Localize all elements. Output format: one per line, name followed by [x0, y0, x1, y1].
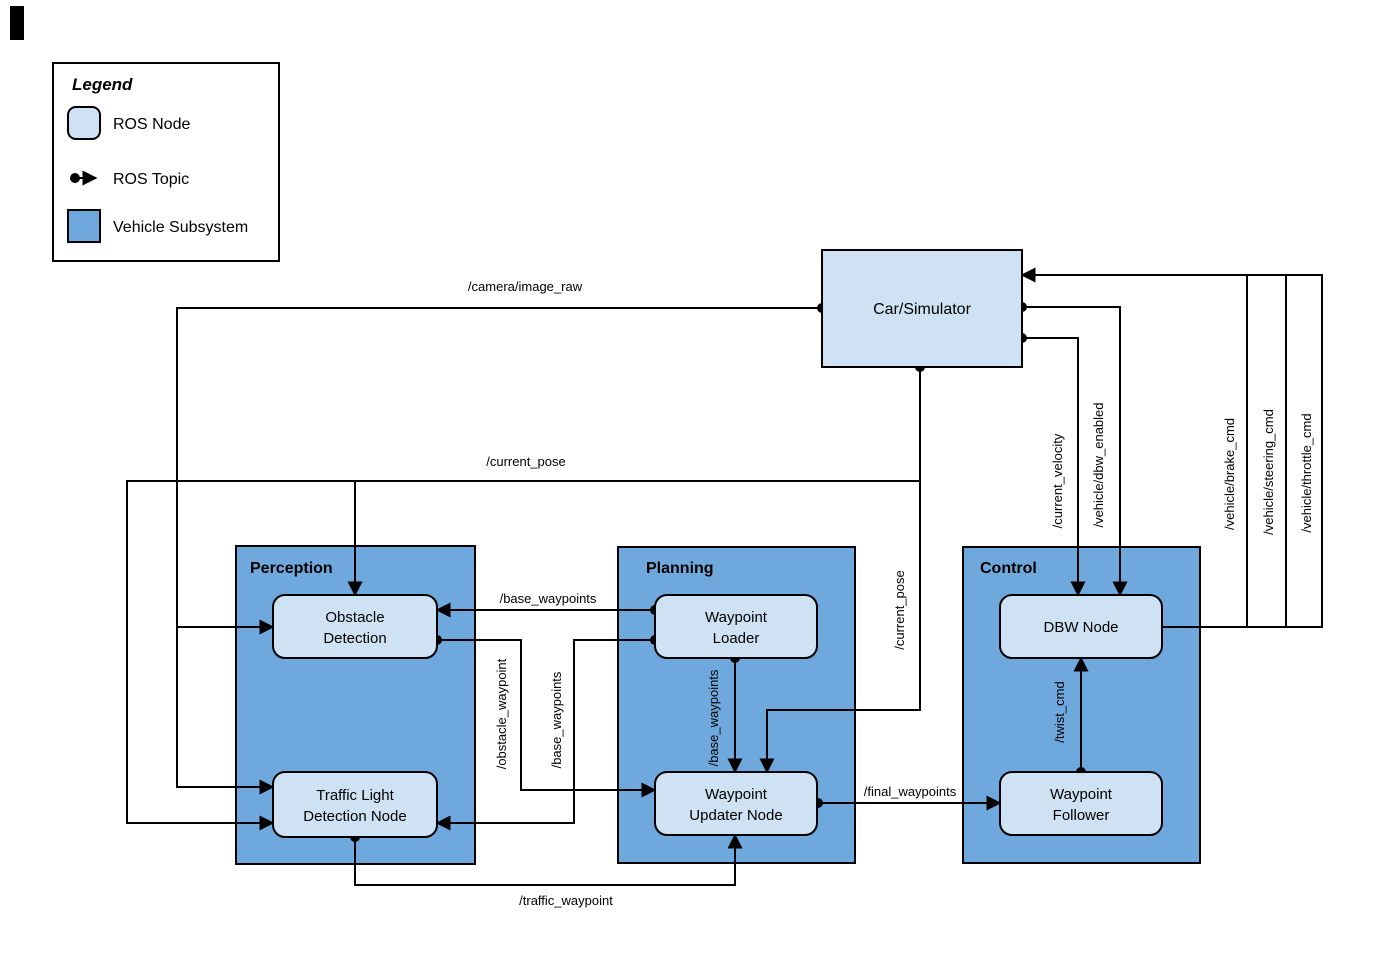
legend-ros-node-label: ROS Node	[113, 116, 190, 133]
vehicle-subsystem-swatch-icon	[67, 209, 101, 243]
topic-label-current-velocity: /current_velocity	[1050, 433, 1065, 528]
legend-title: Legend	[72, 75, 133, 94]
obstacle-detection-node	[272, 594, 438, 659]
legend-vehicle-subsystem-label: Vehicle Subsystem	[113, 219, 248, 236]
cursor-artifact	[10, 6, 24, 40]
wire-vehicle-cmds	[1020, 267, 1323, 628]
control-title: Control	[980, 560, 1037, 577]
topic-label-base-waypoints-planning: /base_waypoints	[706, 669, 721, 766]
dbw-node	[999, 594, 1163, 659]
waypoint-follower-node	[999, 771, 1163, 836]
topic-label-current-pose: /current_pose	[486, 454, 566, 469]
waypoint-updater-node	[654, 771, 818, 836]
topic-label-base-waypoints-cross: /base_waypoints	[549, 671, 564, 768]
topic-label-twist-cmd: /twist_cmd	[1052, 681, 1067, 742]
waypoint-loader-node	[654, 594, 818, 659]
topic-label-vehicle-dbw-enabled: /vehicle/dbw_enabled	[1091, 402, 1106, 527]
topic-label-vehicle-brake-cmd: /vehicle/brake_cmd	[1222, 418, 1237, 530]
topic-label-final-waypoints: /final_waypoints	[864, 784, 957, 799]
wire-base-waypoints-traffic	[435, 639, 655, 831]
topic-label-vehicle-steering-cmd: /vehicle/steering_cmd	[1261, 409, 1276, 535]
wire-camera-image-raw	[176, 307, 822, 795]
wire-obstacle-waypoint	[437, 639, 657, 798]
wire-vehicle-dbw-enabled	[1022, 306, 1128, 597]
ros-topic-arrow-icon	[70, 170, 98, 186]
perception-title: Perception	[250, 560, 333, 577]
wire-current-velocity	[1022, 337, 1086, 597]
planning-title: Planning	[646, 560, 714, 577]
topic-label-obstacle-waypoint: /obstacle_waypoint	[494, 658, 509, 769]
traffic-light-detection-node	[272, 771, 438, 838]
legend-ros-topic-label: ROS Topic	[113, 171, 189, 188]
wire-traffic-waypoint	[354, 833, 743, 886]
legend: Legend ROS Node ROS Topic Vehicle Subsys…	[52, 62, 280, 262]
topic-label-traffic-waypoint: /traffic_waypoint	[519, 893, 613, 908]
car-simulator-label: Car/Simulator	[873, 301, 971, 318]
wire-current-pose-traffic	[126, 480, 920, 831]
car-simulator-node	[821, 249, 1023, 368]
topic-label-base-waypoints: /base_waypoints	[500, 591, 597, 606]
dbw-node-label: DBW Node	[1043, 619, 1118, 636]
wire-current-pose-updater	[759, 367, 921, 774]
topic-label-current-pose-vertical: /current_pose	[892, 570, 907, 650]
topic-label-vehicle-throttle-cmd: /vehicle/throttle_cmd	[1299, 413, 1314, 532]
topic-label-camera-image-raw: /camera/image_raw	[468, 279, 583, 294]
ros-node-swatch-icon	[67, 106, 101, 140]
